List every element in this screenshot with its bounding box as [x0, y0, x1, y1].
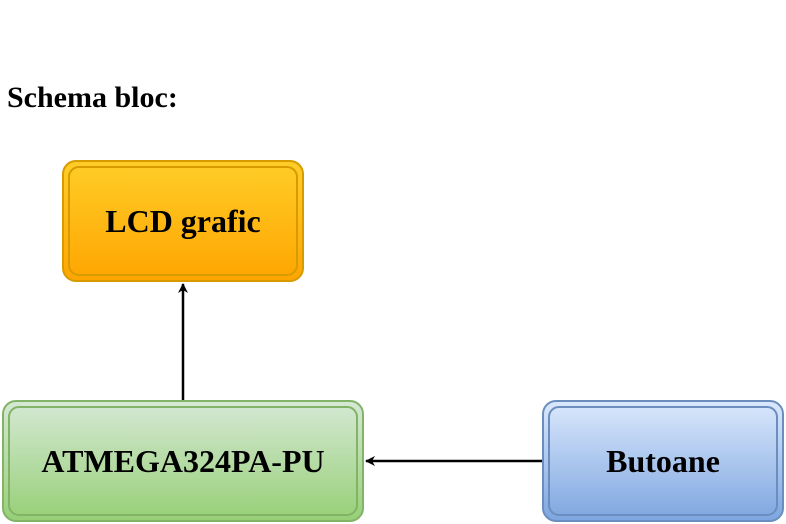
block-microcontroller-label: ATMEGA324PA-PU — [41, 442, 325, 479]
block-lcd-label: LCD grafic — [105, 202, 261, 239]
block-butoane[interactable]: Butoane — [542, 400, 784, 522]
block-microcontroller[interactable]: ATMEGA324PA-PU — [2, 400, 364, 522]
block-butoane-label: Butoane — [606, 442, 720, 479]
block-lcd-grafic[interactable]: LCD grafic — [62, 160, 304, 282]
diagram-title: Schema bloc: — [7, 81, 178, 114]
